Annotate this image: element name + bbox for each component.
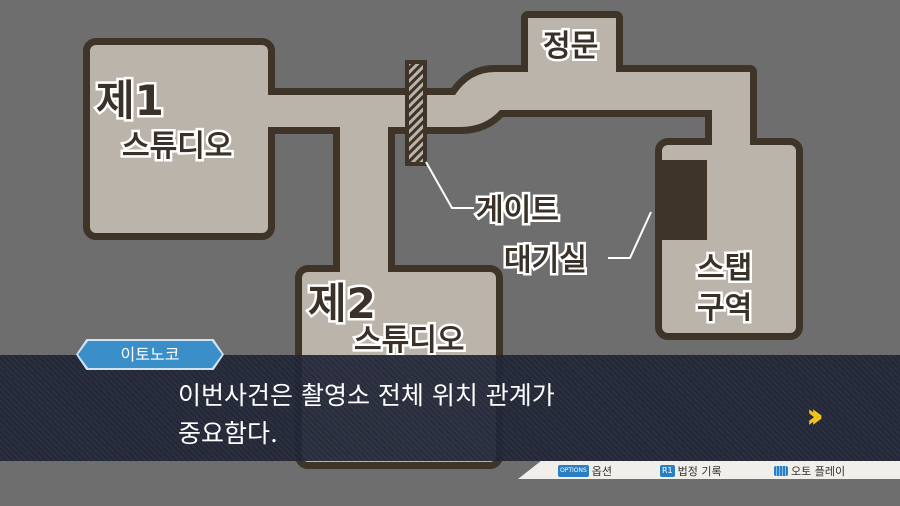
- main-gate-area: [528, 18, 616, 78]
- dialog-box[interactable]: [0, 355, 900, 461]
- speaker-nametag: 이토노코: [78, 341, 222, 368]
- auto-play-label: 오토 플레이: [791, 465, 846, 478]
- gate-barrier: [405, 60, 427, 166]
- waiting-room-leader-line: [608, 211, 652, 259]
- court-record-label: 법정 기록: [677, 465, 722, 478]
- waiting-room-block: [655, 160, 707, 240]
- studio-1-label-number: 제1: [96, 76, 164, 125]
- court-record-button[interactable]: R1 법정 기록: [660, 463, 722, 479]
- dialog-text: 이번사건은 촬영소 전체 위치 관계가 중요함다.: [178, 377, 555, 453]
- options-label: 옵션: [591, 465, 613, 478]
- studio-1-label-text: 스튜디오: [122, 129, 232, 164]
- waiting-room-label: 대기실: [504, 243, 587, 278]
- r1-icon: R1: [660, 465, 675, 477]
- studio-1-room: [90, 45, 268, 233]
- auto-play-button[interactable]: 오토 플레이: [774, 463, 845, 479]
- touchpad-icon: [774, 466, 788, 476]
- corridor-north: [405, 72, 750, 152]
- options-button[interactable]: OPTIONS 옵션: [558, 463, 612, 479]
- studio-2-label-text: 스튜디오: [354, 323, 464, 358]
- double-chevron-right-icon[interactable]: ››: [806, 396, 824, 436]
- staff-area-label-2: 구역: [697, 291, 752, 326]
- control-bar: OPTIONS 옵션 R1 법정 기록 오토 플레이: [518, 461, 900, 479]
- corridor-south: [340, 95, 388, 277]
- gate-leader-line: [425, 161, 474, 209]
- studio-2-label-number: 제2: [308, 279, 376, 328]
- main-gate-label: 정문: [543, 29, 598, 64]
- dialog-line-2: 중요함다.: [178, 419, 278, 448]
- options-icon: OPTIONS: [558, 465, 589, 477]
- dialog-line-1: 이번사건은 촬영소 전체 위치 관계가: [178, 381, 555, 410]
- gate-label: 게이트: [476, 193, 559, 228]
- staff-area-label-1: 스탭: [697, 251, 752, 286]
